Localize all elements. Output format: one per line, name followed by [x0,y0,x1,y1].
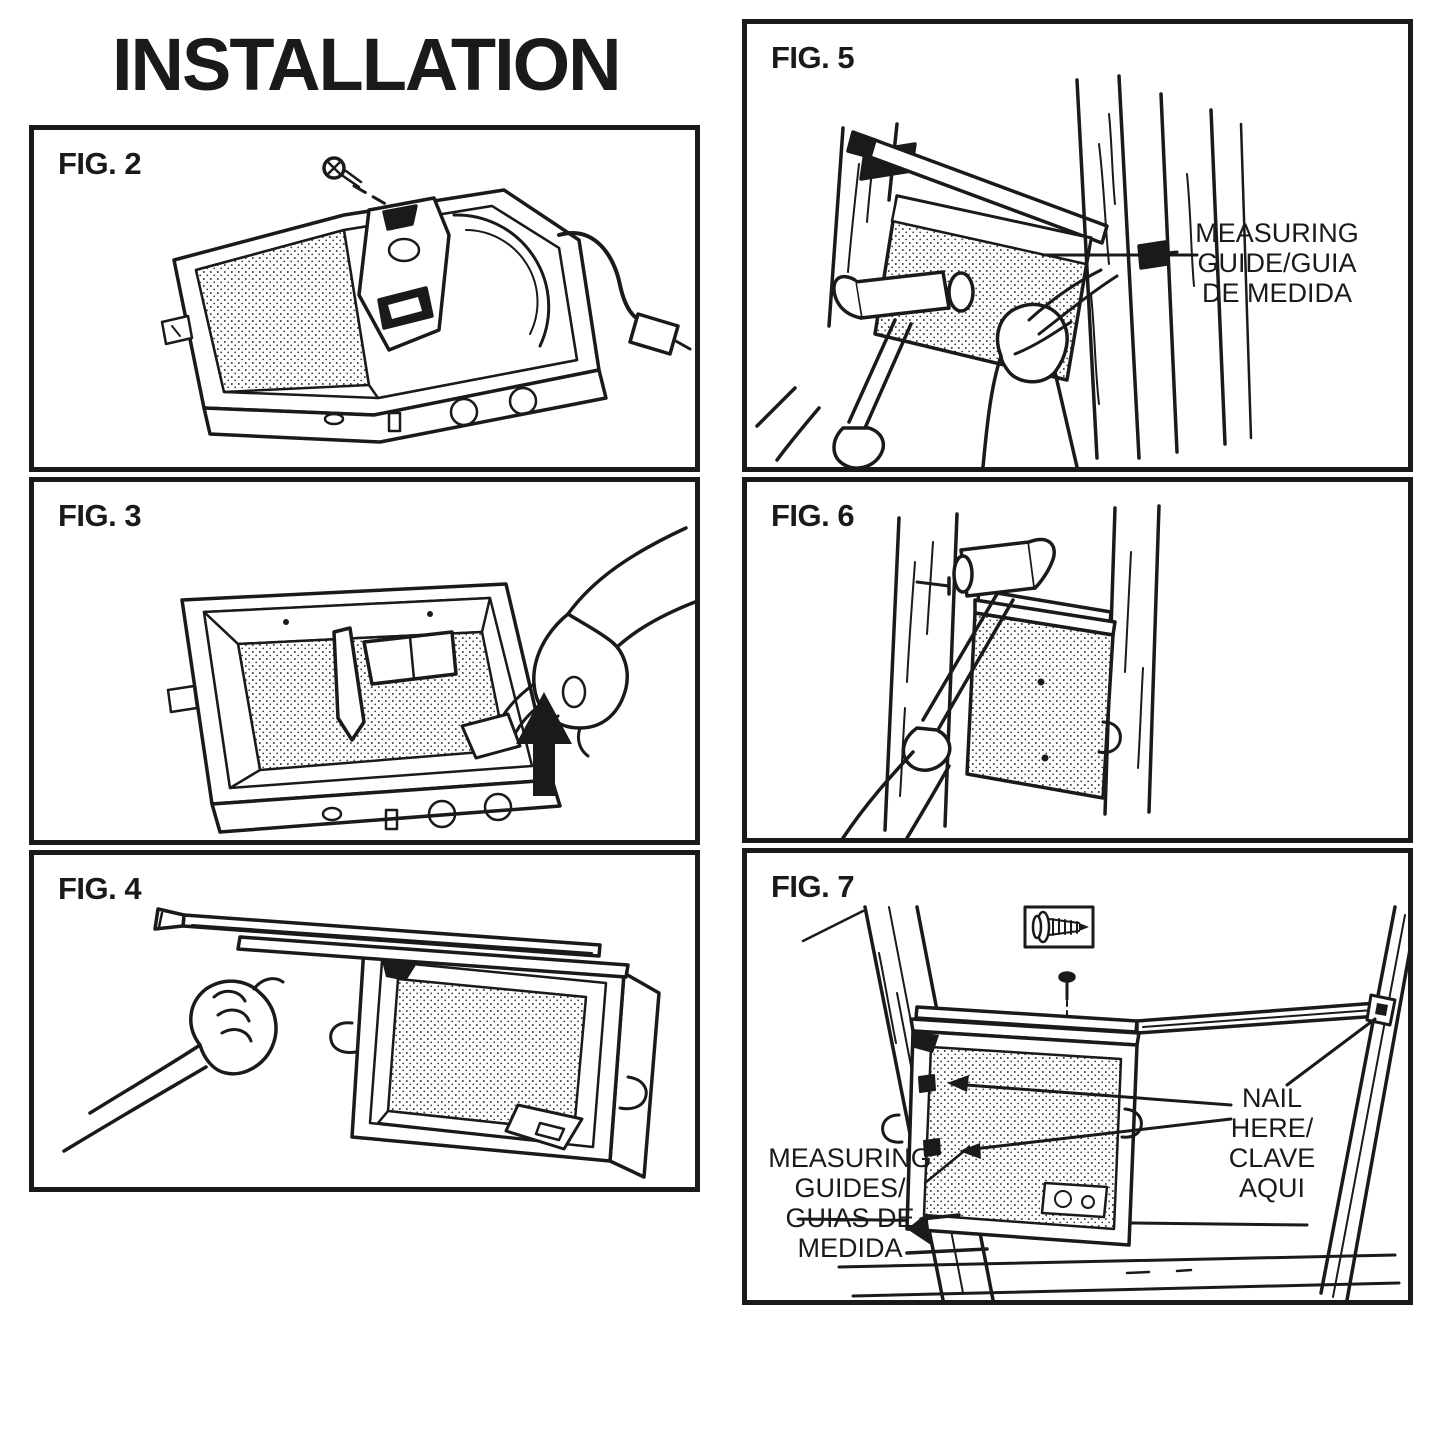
panel-fig6: FIG. 6 [742,477,1413,843]
fig2-illustration [160,156,692,444]
fig7-nail-here-label: NAIL HERE/ CLAVE AQUI [1228,1083,1316,1203]
fan-housing-box [160,188,692,444]
panel-fig7: FIG. 7 [742,848,1413,1305]
hand-icon [62,977,285,1153]
fig6-illustration [841,504,1161,838]
hanger-bar [1135,993,1397,1035]
fig4-illustration [62,907,661,1179]
fig7-illustration [797,905,1408,1300]
fig4-label: FIG. 4 [58,871,142,906]
page-title: INSTALLATION [112,23,622,106]
screw-icon [322,156,363,189]
fig2-label: FIG. 2 [58,146,142,181]
wall-stud-right [1075,74,1253,460]
hand-icon [981,268,1119,467]
hand-icon [460,526,695,760]
damper-bracket [332,626,458,742]
fan-housing-box [329,945,661,1179]
screw-icon [1058,971,1076,1020]
fig6-label: FIG. 6 [771,498,855,533]
fan-housing-box [965,588,1122,800]
fig5-illustration [755,74,1253,467]
hanger-bar [846,130,1109,245]
fig5-measuring-guide-label: MEASURING GUIDE/GUIA DE MEDIDA [1195,218,1359,308]
hammer-icon [755,270,975,467]
nail-icon [915,576,951,596]
fig3-label: FIG. 3 [58,498,142,533]
panel-fig3: FIG. 3 [29,477,700,845]
wall-stud-left [883,512,959,832]
panel-fig5: FIG. 5 [742,19,1413,472]
fig5-label: FIG. 5 [771,40,855,75]
arrow-up-icon [516,692,572,796]
screw-callout-box [1023,905,1095,949]
fig7-label: FIG. 7 [771,869,855,904]
fig3-illustration [166,526,695,834]
pointer-arrows [905,1017,1377,1255]
motor-plate-bracket [357,196,451,352]
panel-fig4: FIG. 4 [29,850,700,1192]
power-cord [557,231,692,356]
hammer-icon [841,537,1056,838]
fig7-measuring-guides-label: MEASURING GUIDES/ GUIAS DE MEDIDA [768,1143,932,1263]
panel-fig2: FIG. 2 [29,125,700,472]
hanger-bar [153,907,630,979]
wall-stud-right [1319,905,1408,1300]
fan-housing-box [166,582,562,834]
